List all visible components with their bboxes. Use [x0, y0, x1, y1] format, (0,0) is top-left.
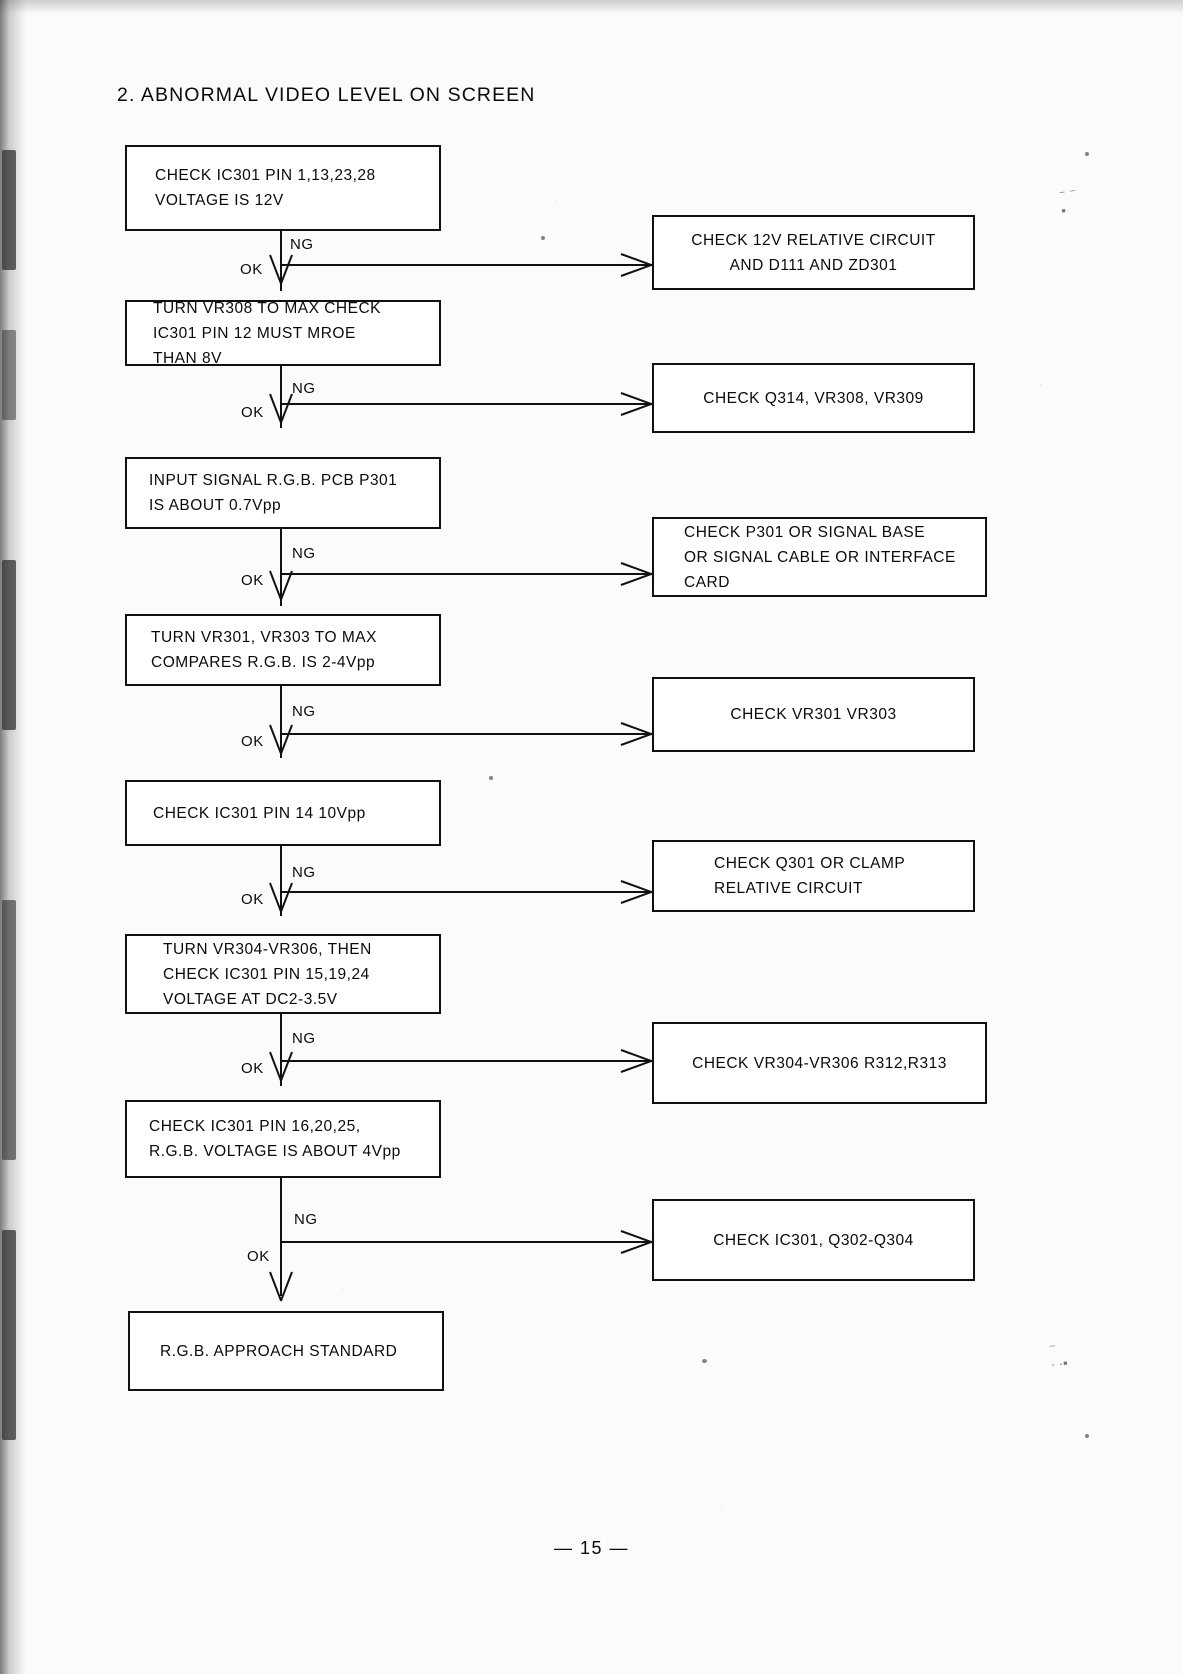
branch-label-ok-6: OK [241, 1060, 264, 1077]
process-box-step-6-label: TURN VR304-VR306, THEN CHECK IC301 PIN 1… [163, 940, 372, 1008]
arrowhead-down-step-5 [268, 883, 294, 913]
action-box-step-5-ng: CHECK Q301 OR CLAMP RELATIVE CIRCUIT [652, 840, 975, 912]
connector-step-6-down [280, 1014, 282, 1086]
branch-label-ok-7: OK [247, 1248, 270, 1265]
branch-line-step-2-ng [280, 403, 650, 405]
arrowhead-right-step-6 [621, 1048, 653, 1074]
action-box-step-1-ng-label: CHECK 12V RELATIVE CIRCUIT AND D111 AND … [691, 231, 936, 274]
arrowhead-down-step-1 [268, 255, 294, 285]
action-box-step-2-ng-label: CHECK Q314, VR308, VR309 [703, 389, 924, 407]
branch-label-ok-4: OK [241, 733, 264, 750]
arrowhead-down-step-2 [268, 394, 294, 424]
process-box-step-4: TURN VR301, VR303 TO MAX COMPARES R.G.B.… [125, 614, 441, 686]
action-box-step-7-ng: CHECK IC301, Q302-Q304 [652, 1199, 975, 1281]
arrowhead-right-step-7 [621, 1229, 653, 1255]
action-box-step-6-ng: CHECK VR304-VR306 R312,R313 [652, 1022, 987, 1104]
scan-mark: ⁻ ⁻▪ [1057, 184, 1078, 219]
scan-speck [1085, 152, 1089, 156]
branch-label-ng-7: NG [294, 1211, 318, 1228]
branch-label-ng-1: NG [290, 236, 314, 253]
branch-label-ok-5: OK [241, 891, 264, 908]
branch-label-ng-6: NG [292, 1030, 316, 1047]
process-box-step-3: INPUT SIGNAL R.G.B. PCB P301 IS ABOUT 0.… [125, 457, 441, 529]
branch-line-step-4-ng [280, 733, 650, 735]
scan-speck [541, 236, 545, 240]
scan-speck [1085, 1434, 1089, 1438]
scan-edge-left [0, 0, 26, 1674]
scan-mark: ⁻· ·▪ [1048, 1340, 1069, 1372]
connector-step-5-down [280, 846, 282, 916]
process-box-step-1-label: CHECK IC301 PIN 1,13,23,28 VOLTAGE IS 12… [155, 167, 376, 209]
process-box-step-7: CHECK IC301 PIN 16,20,25, R.G.B. VOLTAGE… [125, 1100, 441, 1178]
action-box-step-3-ng-label: CHECK P301 OR SIGNAL BASE OR SIGNAL CABL… [684, 523, 956, 591]
arrowhead-down-step-4 [268, 725, 294, 755]
arrowhead-right-step-5 [621, 879, 653, 905]
branch-label-ok-3: OK [241, 572, 264, 589]
process-box-step-1: CHECK IC301 PIN 1,13,23,28 VOLTAGE IS 12… [125, 145, 441, 231]
page-number: — 15 — [553, 1538, 630, 1558]
arrowhead-right-step-2 [621, 391, 653, 417]
action-box-step-4-ng: CHECK VR301 VR303 [652, 677, 975, 752]
arrowhead-right-step-1 [621, 252, 653, 278]
arrowhead-down-step-7 [268, 1272, 294, 1302]
branch-line-step-5-ng [280, 891, 650, 893]
scan-edge-top [0, 0, 1183, 14]
process-box-step-5: CHECK IC301 PIN 14 10Vpp [125, 780, 441, 846]
process-box-step-5-label: CHECK IC301 PIN 14 10Vpp [153, 804, 366, 822]
action-box-step-5-ng-label: CHECK Q301 OR CLAMP RELATIVE CIRCUIT [714, 855, 906, 897]
scan-speck [489, 776, 493, 780]
branch-label-ng-3: NG [292, 545, 316, 562]
action-box-step-4-ng-label: CHECK VR301 VR303 [730, 706, 897, 723]
branch-label-ng-2: NG [292, 380, 316, 397]
branch-line-step-3-ng [280, 573, 650, 575]
process-box-step-6: TURN VR304-VR306, THEN CHECK IC301 PIN 1… [125, 934, 441, 1014]
action-box-step-7-ng-label: CHECK IC301, Q302-Q304 [713, 1231, 914, 1249]
connector-step-3-down [280, 529, 282, 606]
page-title: 2. ABNORMAL VIDEO LEVEL ON SCREEN [117, 84, 536, 106]
process-box-step-7-label: CHECK IC301 PIN 16,20,25, R.G.B. VOLTAGE… [149, 1118, 401, 1160]
arrowhead-down-step-6 [268, 1052, 294, 1082]
process-box-step-4-label: TURN VR301, VR303 TO MAX COMPARES R.G.B.… [151, 629, 377, 671]
branch-label-ng-5: NG [292, 864, 316, 881]
branch-line-step-7-ng [280, 1241, 650, 1243]
branch-label-ng-4: NG [292, 703, 316, 720]
connector-step-4-down [280, 686, 282, 758]
action-box-step-3-ng: CHECK P301 OR SIGNAL BASE OR SIGNAL CABL… [652, 517, 987, 597]
arrowhead-right-step-4 [621, 721, 653, 747]
action-box-step-6-ng-label: CHECK VR304-VR306 R312,R313 [692, 1054, 947, 1072]
action-box-step-2-ng: CHECK Q314, VR308, VR309 [652, 363, 975, 433]
branch-label-ok-1: OK [240, 261, 263, 278]
arrowhead-right-step-3 [621, 561, 653, 587]
terminal-box-result-label: R.G.B. APPROACH STANDARD [160, 1342, 398, 1360]
scan-speck [702, 1359, 707, 1363]
terminal-box-result: R.G.B. APPROACH STANDARD [128, 1311, 444, 1391]
arrowhead-down-step-3 [268, 571, 294, 601]
branch-label-ok-2: OK [241, 404, 264, 421]
action-box-step-1-ng: CHECK 12V RELATIVE CIRCUIT AND D111 AND … [652, 215, 975, 290]
process-box-step-2-label: TURN VR308 TO MAX CHECK IC301 PIN 12 MUS… [153, 299, 381, 367]
process-box-step-2: TURN VR308 TO MAX CHECK IC301 PIN 12 MUS… [125, 300, 441, 367]
process-box-step-3-label: INPUT SIGNAL R.G.B. PCB P301 IS ABOUT 0.… [149, 472, 398, 514]
connector-step-7-down [280, 1178, 282, 1296]
branch-line-step-1-ng [280, 264, 650, 266]
branch-line-step-6-ng [280, 1060, 650, 1062]
